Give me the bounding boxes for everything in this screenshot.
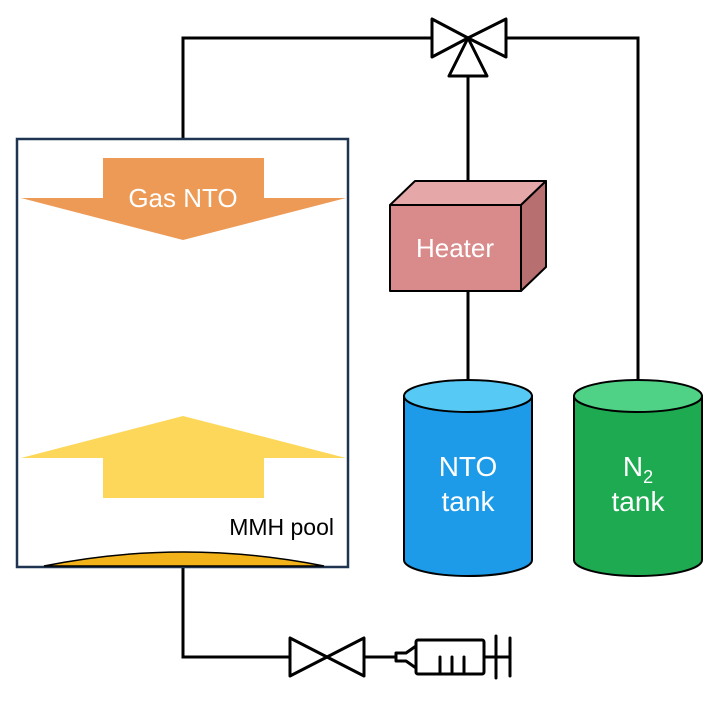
three-way-valve-right-triangle [466,17,508,59]
nto-tank-label-line1: NTO [439,451,498,482]
three-way-valve [430,17,508,78]
nto-tank-body [403,395,533,577]
syringe-tip [394,644,418,670]
three-way-valve-left-triangle [430,17,470,59]
n2-tank-top [573,379,703,413]
nto-tank [403,379,533,577]
three-way-valve-bottom-triangle [447,36,489,78]
mmh-pool [43,551,325,567]
n2-tank [573,379,703,577]
valve-to-n2-pipe [506,36,640,398]
n2-tank-label-line1: N2 [623,451,653,487]
vapor-up-arrow [21,416,346,498]
nto-tank-label-line2: tank [442,486,496,517]
injection-valve-right-triangle [325,636,366,678]
mmh-pool-label: MMH pool [229,514,334,540]
syringe-icon [394,634,512,680]
injection-valve [288,636,366,678]
n2-tank-label-subscript: 2 [643,467,653,487]
gas-nto-arrow [21,158,346,240]
syringe-barrel [414,638,486,676]
gas-nto-label: Gas NTO [128,183,237,213]
heater-front-face [389,204,522,292]
injection-valve-left-triangle [288,636,329,678]
n2-tank-body [573,395,703,577]
nto-tank-top [403,379,533,413]
n2-tank-label-line2: tank [612,486,666,517]
chamber-to-injection-pipe [181,567,290,659]
heater [389,180,547,292]
chamber-to-valve-pipe [181,36,432,138]
n2-tank-label-main: N [623,451,643,482]
piping [181,36,640,659]
heater-top-face [389,180,547,206]
heater-label: Heater [416,233,494,263]
